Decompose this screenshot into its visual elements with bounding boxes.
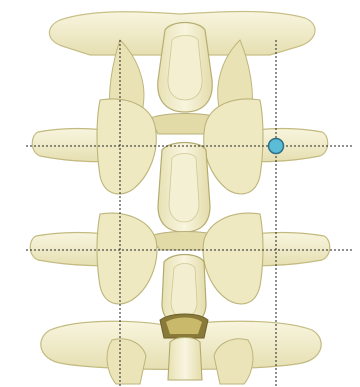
entry-point-marker [269,139,284,154]
upper-vertebra [49,12,315,135]
bottom-vertebra [41,314,321,384]
